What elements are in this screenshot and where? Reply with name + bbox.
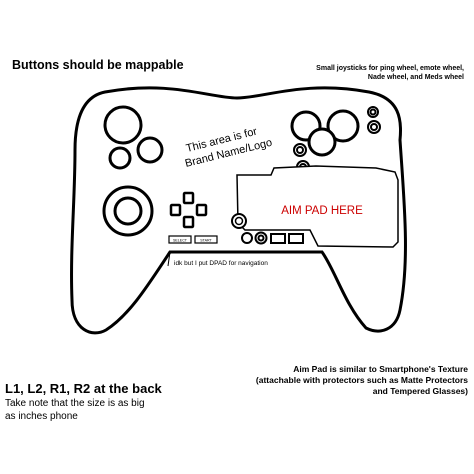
small-joystick-3[interactable]: [293, 143, 307, 157]
right-large-button-3[interactable]: [307, 127, 337, 157]
select-button[interactable]: SELECT: [168, 235, 192, 244]
select-label: SELECT: [173, 239, 188, 243]
mappable-buttons-note: Buttons should be mappable: [12, 58, 184, 72]
aim-side-button[interactable]: [231, 213, 247, 229]
dpad: [169, 191, 208, 229]
small-joystick-2[interactable]: [367, 120, 381, 134]
aim-pad-label: AIM PAD HERE: [281, 205, 363, 217]
bottom-rect-button-1[interactable]: [270, 233, 286, 244]
back-triggers-note: L1, L2, R1, R2 at the back: [5, 381, 162, 396]
left-button-cluster: [103, 105, 164, 170]
start-button[interactable]: START: [194, 235, 218, 244]
left-right-button[interactable]: [136, 136, 164, 164]
bottom-row-buttons: [241, 231, 304, 245]
aim-pad-texture-note: Aim Pad is similar to Smartphone's Textu…: [255, 364, 468, 397]
small-joystick-1[interactable]: [367, 106, 379, 118]
dpad-down[interactable]: [182, 215, 195, 229]
start-label: START: [200, 239, 212, 243]
dpad-right[interactable]: [195, 203, 208, 217]
left-bottom-button[interactable]: [108, 146, 132, 170]
bottom-round-button-1[interactable]: [241, 232, 253, 244]
left-top-button[interactable]: [103, 105, 143, 145]
left-joystick[interactable]: [102, 185, 154, 237]
bottom-rect-button-2[interactable]: [288, 233, 304, 244]
size-note: Take note that the size is as big as inc…: [5, 398, 145, 422]
dpad-up[interactable]: [182, 191, 195, 205]
small-joysticks-note: Small joysticks for ping wheel, emote wh…: [316, 65, 464, 82]
dpad-left[interactable]: [169, 203, 182, 217]
right-button-cluster: [290, 109, 360, 157]
bottom-round-button-2[interactable]: [254, 231, 268, 245]
dpad-note-line: [167, 251, 171, 267]
aim-pad[interactable]: [236, 165, 399, 248]
dpad-note: idk but I put DPAD for navigation: [174, 260, 268, 267]
right-large-button-2[interactable]: [326, 109, 360, 143]
